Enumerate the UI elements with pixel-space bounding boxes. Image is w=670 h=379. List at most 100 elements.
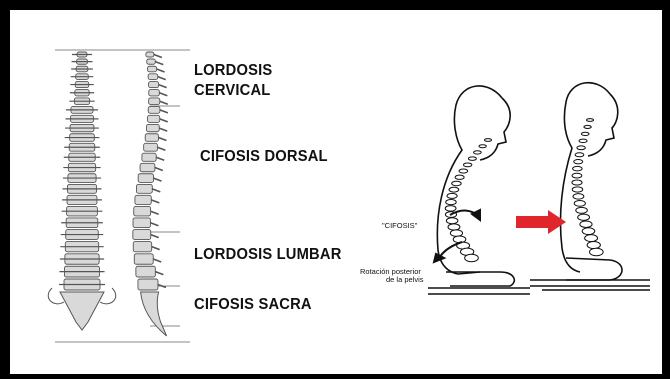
side-vertebra (140, 163, 163, 171)
label-cifosis-sacra: CIFOSIS SACRA (194, 296, 312, 314)
posture-vertebra (575, 153, 584, 157)
front-vertebra (61, 218, 103, 228)
side-vertebra (148, 115, 168, 122)
side-vertebra (136, 184, 160, 193)
posture-vertebra (452, 181, 461, 186)
posture-vertebra (479, 145, 486, 148)
posture-vertebra (573, 166, 582, 171)
side-vertebra (138, 279, 166, 290)
label-lordosis-cervical-2: CERVICAL (194, 82, 270, 100)
posture-vertebra (590, 248, 604, 255)
side-vertebra (134, 206, 159, 215)
side-vertebra (133, 218, 158, 228)
label-cifosis-dorsal: CIFOSIS DORSAL (200, 148, 328, 166)
posture-vertebra (474, 151, 482, 154)
side-vertebra (135, 195, 159, 204)
front-vertebra (65, 124, 99, 131)
spine-diagram (10, 10, 662, 374)
posture-vertebra (459, 169, 468, 173)
side-vertebra (148, 66, 165, 72)
vertebrae-slouched (445, 139, 491, 262)
front-vertebra (62, 206, 103, 215)
front-sacrum (48, 288, 116, 330)
diagram-frame: LORDOSIS CERVICAL CIFOSIS DORSAL LORDOSI… (10, 10, 662, 374)
side-vertebra (148, 74, 166, 80)
front-vertebra (71, 66, 93, 72)
posture-figure-slouched (428, 86, 530, 294)
posture-vertebra (572, 173, 582, 178)
front-vertebra (60, 242, 103, 252)
front-vertebra (62, 184, 101, 193)
front-vertebra (60, 254, 104, 264)
front-vertebra (64, 143, 100, 151)
side-vertebra (149, 98, 168, 105)
spine-side-view (133, 52, 168, 336)
posture-vertebra (468, 157, 476, 161)
side-vertebra (145, 134, 166, 142)
posture-vertebra (584, 125, 591, 128)
vertebrae-upright (572, 119, 603, 256)
side-vertebra (148, 106, 168, 113)
posture-vertebra (587, 241, 600, 248)
posture-vertebra (572, 187, 583, 192)
posture-vertebra (455, 175, 464, 179)
side-vertebra (142, 153, 164, 161)
label-rotation-line2: de la pelvis (386, 276, 424, 284)
front-vertebra (66, 106, 98, 113)
front-vertebra (59, 279, 105, 290)
posture-vertebra (448, 224, 460, 230)
posture-vertebra (446, 218, 458, 224)
red-arrow (516, 210, 566, 234)
posture-vertebra (579, 139, 587, 143)
spine-front-view (48, 52, 116, 330)
posture-vertebra (572, 180, 582, 185)
posture-vertebra (574, 160, 583, 164)
posture-vertebra (581, 132, 589, 135)
front-vertebra (63, 163, 100, 171)
front-vertebra (62, 195, 102, 204)
front-vertebra (59, 266, 104, 277)
side-vertebra (147, 124, 168, 131)
side-vertebra (138, 174, 161, 183)
front-vertebra (61, 230, 104, 240)
side-vertebra (133, 242, 159, 252)
posture-vertebra (576, 207, 588, 213)
side-vertebra (149, 90, 168, 96)
label-lordosis-cervical-1: LORDOSIS (194, 62, 272, 80)
front-vertebra (69, 98, 94, 105)
side-vertebra (136, 266, 163, 277)
side-vertebra (146, 52, 162, 58)
side-sacrum (141, 292, 167, 336)
front-vertebra (63, 174, 101, 183)
posture-vertebra (463, 163, 471, 167)
front-vertebra (72, 59, 93, 64)
posture-vertebra (577, 146, 585, 150)
front-vertebra (64, 153, 100, 161)
side-vertebra (133, 230, 159, 240)
posture-vertebra (573, 194, 584, 199)
front-vertebra (65, 134, 100, 142)
posture-vertebra (578, 214, 590, 220)
posture-vertebra (465, 254, 479, 261)
posture-figure-upright (530, 83, 650, 290)
front-vertebra (66, 115, 99, 122)
posture-vertebra (450, 230, 462, 236)
side-vertebra (149, 82, 167, 88)
posture-vertebra (446, 199, 457, 204)
posture-vertebra (445, 206, 456, 211)
front-vertebra (72, 52, 92, 57)
front-vertebra (70, 90, 94, 96)
posture-vertebra (449, 187, 459, 192)
front-vertebra (71, 74, 94, 80)
side-vertebra (134, 254, 161, 264)
label-cifosis-quote: "CIFOSIS" (382, 222, 417, 230)
posture-vertebra (485, 139, 492, 142)
posture-vertebra (447, 193, 457, 198)
posture-vertebra (580, 221, 592, 227)
front-vertebra (70, 82, 93, 88)
side-vertebra (147, 59, 164, 65)
posture-vertebra (585, 235, 598, 242)
side-vertebra (144, 143, 166, 151)
posture-vertebra (587, 119, 594, 122)
label-lordosis-lumbar: LORDOSIS LUMBAR (194, 246, 342, 264)
